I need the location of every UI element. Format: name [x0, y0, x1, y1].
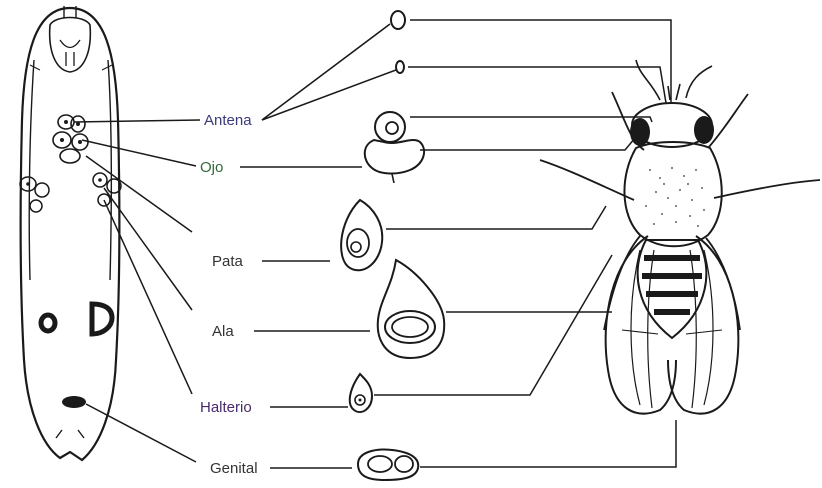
- antenna-disc-small: [396, 61, 404, 73]
- leg-disc: [341, 200, 382, 270]
- line-larva-ala: [104, 188, 192, 310]
- label-halterio: Halterio: [200, 399, 252, 416]
- label-ojo: Ojo: [200, 159, 223, 176]
- label-antena: Antena: [204, 112, 252, 129]
- line-larva-ojo: [82, 140, 196, 166]
- genital-disc: [358, 450, 418, 480]
- thorax-stipple: [645, 167, 705, 227]
- label-ala: Ala: [212, 323, 234, 340]
- larva-genital-disc: [62, 396, 86, 408]
- larva-leg-discs: [20, 173, 121, 212]
- line-genital-disc-fly: [420, 420, 676, 467]
- label-pata: Pata: [212, 253, 244, 270]
- line-larva-antena: [74, 120, 200, 122]
- line-eye-disc-fly-antenna: [410, 117, 652, 122]
- line-haltere-disc-fly: [374, 255, 612, 395]
- line-antena-disc-top: [262, 24, 390, 120]
- line-larva-genital: [86, 404, 196, 462]
- adult-fly-drawing: [540, 60, 820, 414]
- line-eye-disc-fly-eye: [420, 132, 640, 150]
- antenna-disc-top: [391, 11, 405, 29]
- wing-disc: [378, 260, 444, 358]
- label-genital: Genital: [210, 460, 258, 477]
- eye-antenna-disc: [365, 112, 424, 183]
- haltere-disc: [350, 374, 372, 412]
- larva-gonad-left: [41, 315, 55, 331]
- line-disc-top-fly: [410, 20, 671, 103]
- line-disc-small-fly: [408, 67, 666, 103]
- connector-lines: [74, 20, 676, 468]
- larva-drawing: [20, 6, 121, 460]
- line-antena-disc-small: [262, 70, 396, 120]
- line-leg-disc-fly: [386, 206, 606, 229]
- larva-gonad-right: [92, 304, 112, 334]
- line-larva-halterio: [104, 200, 192, 394]
